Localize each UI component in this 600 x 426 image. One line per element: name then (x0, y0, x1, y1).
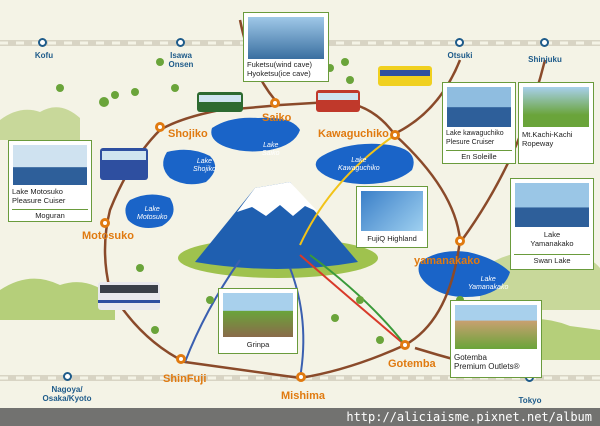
line-blue-shinfuji (184, 259, 241, 363)
city-label-shojiko: Shojiko (168, 128, 208, 140)
station-label-tokyo: Tokyo (518, 396, 542, 405)
photo-kawaguchiko-boat (447, 87, 511, 127)
mt-fuji (195, 182, 358, 269)
card-kawaguchiko-cruiser: Lake kawaguchiko Plesure Cruiser En Sole… (442, 82, 516, 164)
card-caption-yamanakako: Lake Yamanakako (530, 230, 574, 248)
card-fujiq-highland: FujiQ Highland (356, 186, 428, 248)
lake-label-kawaguchiko: Lake Kawaguchiko (338, 157, 380, 172)
card-caption-grinpa: Grinpa (246, 340, 270, 349)
lake-kawaguchiko-shape (315, 143, 414, 185)
photo-motosuko-boat (13, 145, 87, 185)
station-label-otsuki: Otsuki (447, 51, 473, 60)
card-yamanakako-swan: Lake Yamanakako Swan Lake (510, 178, 594, 270)
line-red (299, 254, 406, 346)
city-pin-saiko (270, 98, 280, 108)
card-sub-yamanakako: Swan Lake (514, 254, 590, 265)
city-pin-shinfuji (176, 354, 186, 364)
city-label-kawaguchiko: Kawaguchiko (318, 128, 389, 140)
card-grinpa: Grinpa (218, 288, 298, 354)
lake-label-motosuko: Lake Motosuko (137, 206, 168, 221)
city-pin-kawaguchiko (390, 130, 400, 140)
mt-fuji-snowcap (237, 182, 318, 216)
card-caption-motosuko: Lake Motosuko Pleasure Cuiser (12, 187, 66, 205)
train-otsuki (378, 66, 432, 86)
card-caption-kawaguchiko: Lake kawaguchiko Plesure Cruiser (446, 130, 504, 146)
photo-gotemba-outlets (455, 305, 537, 349)
card-gotemba-outlets: Gotemba Premium Outlets® (450, 300, 542, 378)
line-blue-mishima (289, 267, 305, 379)
route-otsuki (397, 59, 462, 134)
city-label-yamanakako: yamanakako (414, 255, 481, 267)
card-motosuko-cruiser: Lake Motosuko Pleasure Cuiser Moguran (8, 140, 92, 222)
city-label-mishima: Mishima (281, 390, 326, 402)
city-pin-gotemba (400, 340, 410, 350)
photo-ice-cave (248, 17, 324, 59)
lake-motosuko-shape (125, 194, 174, 228)
station-pin-otsuki (455, 38, 464, 47)
lake-label-yamanakako: Lake Yamanakako (468, 276, 509, 291)
line-yellow (299, 134, 396, 246)
station-label-nagoya: Nagoya/ Osaka/Kyoto (42, 385, 92, 403)
card-sub-motosuko: Moguran (12, 209, 88, 220)
station-label-shinjuku: Shinjuku (528, 55, 562, 64)
lake-saiko-shape (211, 117, 300, 152)
station-pin-shinjuku (540, 38, 549, 47)
station-pin-kofu (38, 38, 47, 47)
watermark-url: http://aliciaisme.pixnet.net/album (346, 410, 592, 424)
card-sub-kawaguchiko: En Soleille (446, 150, 512, 161)
card-kachikachi-ropeway: Mt.Kachi-Kachi Ropeway (518, 82, 594, 164)
city-label-saiko: Saiko (262, 112, 292, 124)
card-fuketsu: Fuketsu(wind cave) Hyoketsu(ice cave) (243, 12, 329, 82)
city-label-gotemba: Gotemba (388, 358, 436, 370)
bus-shojiko (100, 148, 148, 180)
photo-ropeway (523, 87, 589, 127)
card-caption-fuketsu: Fuketsu(wind cave) Hyoketsu(ice cave) (247, 60, 313, 78)
city-pin-shojiko (155, 122, 165, 132)
bus-shinfuji (98, 282, 160, 310)
lake-label-shojiko: Lake Shojiko (193, 158, 216, 173)
lake-yamanakako-shape (418, 251, 510, 297)
hill-left-bottom (0, 278, 115, 320)
hill-left-top (0, 107, 80, 140)
city-pin-mishima (296, 372, 306, 382)
station-pin-nagoya (63, 372, 72, 381)
bus-kawaguchiko (316, 90, 360, 112)
photo-grinpa (223, 293, 293, 337)
card-caption-kachikachi: Mt.Kachi-Kachi Ropeway (522, 130, 573, 148)
photo-fujiq-coaster (361, 191, 423, 231)
station-label-isawa-onsen: Isawa Onsen (168, 51, 194, 69)
station-pin-isawa-onsen (176, 38, 185, 47)
city-pin-motosuko (100, 218, 110, 228)
city-label-shinfuji: ShinFuji (163, 373, 207, 385)
city-label-motosuko: Motosuko (82, 230, 134, 242)
lake-shojiko-shape (163, 149, 216, 185)
station-label-kofu: Kofu (34, 51, 54, 60)
watermark-bar: http://aliciaisme.pixnet.net/album (0, 408, 600, 426)
lake-label-saiko: Lake Saiko (262, 142, 280, 157)
city-pin-yamanakako (455, 236, 465, 246)
photo-swan-boat (515, 183, 589, 227)
bus-saiko (197, 92, 243, 112)
card-caption-fujiq: FujiQ Highland (367, 234, 417, 243)
card-caption-gotemba: Gotemba Premium Outlets® (454, 353, 520, 371)
